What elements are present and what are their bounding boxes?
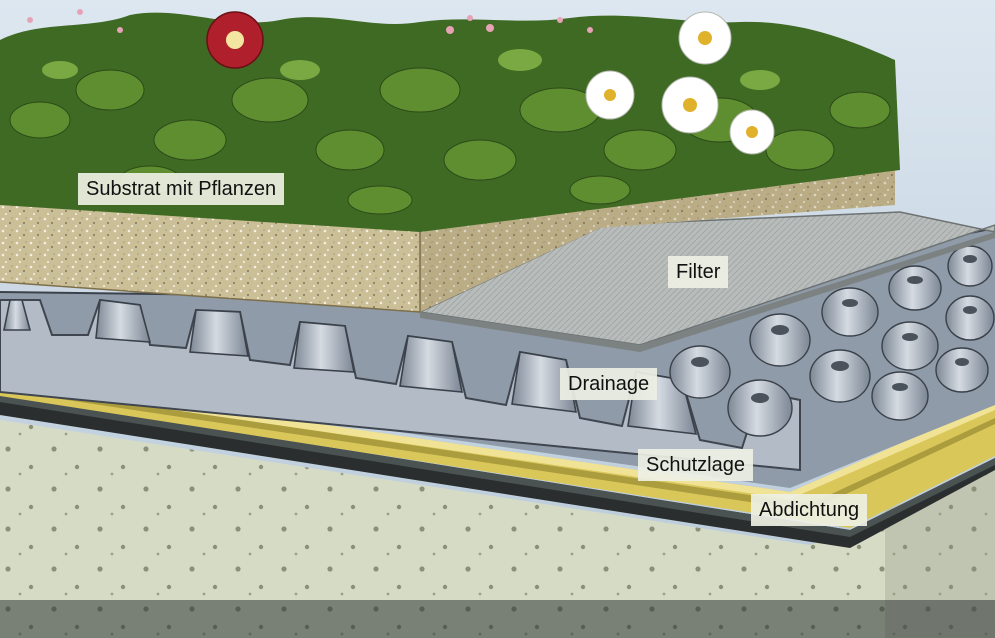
red-flower	[206, 11, 264, 69]
label-drainage: Drainage	[560, 368, 658, 400]
label-protection-layer: Schutzlage	[638, 449, 753, 481]
label-sealing: Abdichtung	[751, 494, 868, 526]
label-substrate: Substrat mit Pflanzen	[78, 173, 285, 205]
substrate-layer	[0, 158, 895, 313]
concrete-slab	[0, 420, 995, 638]
label-filter: Filter	[668, 256, 729, 288]
